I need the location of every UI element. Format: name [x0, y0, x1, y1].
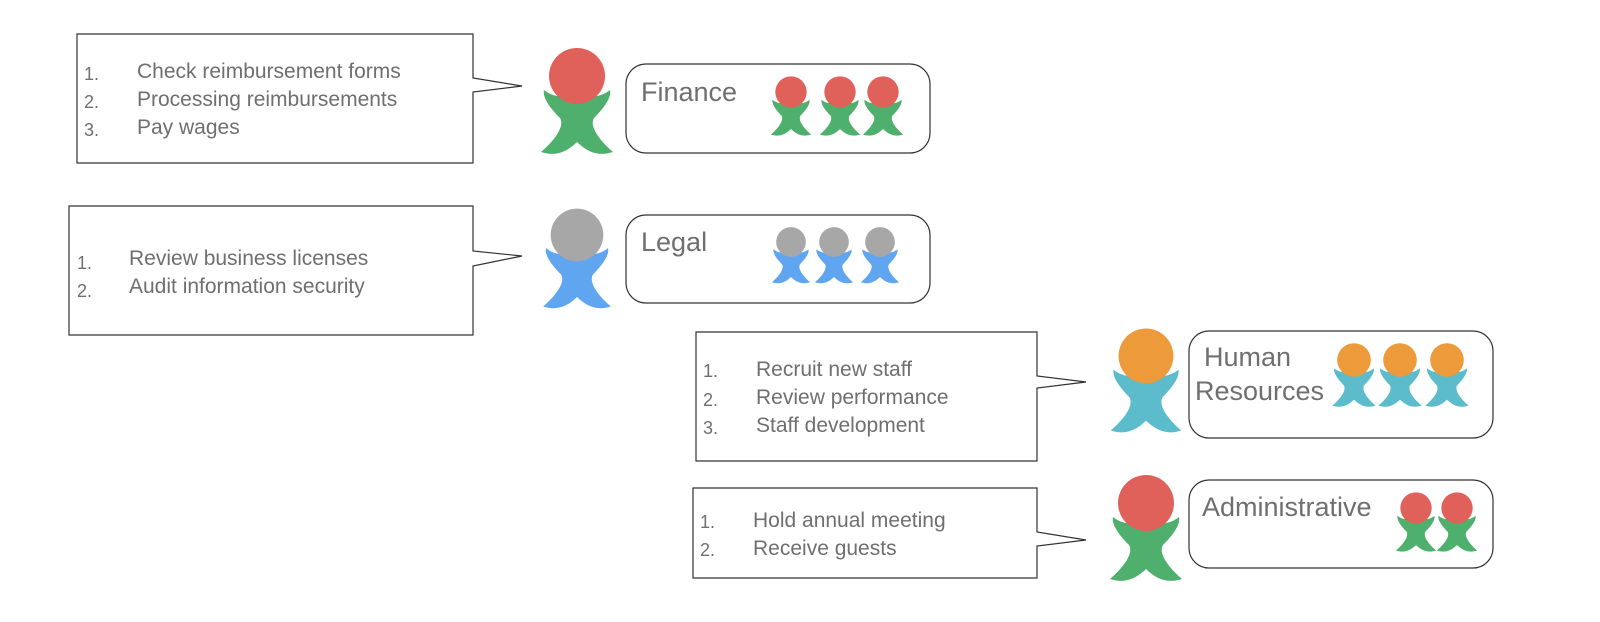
task-text: Hold annual meeting [753, 509, 946, 532]
department-name: Legal [641, 227, 707, 257]
task-text: Processing reimbursements [137, 88, 397, 111]
task-text: Check reimbursement forms [137, 60, 401, 83]
person-head [1337, 343, 1371, 377]
member-icon [814, 227, 854, 284]
task-number: 2. [84, 92, 99, 112]
person-head [1441, 492, 1473, 524]
person-body [1395, 515, 1437, 552]
task-text: Audit information security [129, 275, 365, 298]
member-icons [771, 227, 900, 284]
department-head-icon [1110, 475, 1182, 581]
task-text: Recruit new staff [756, 358, 912, 381]
member-icon [860, 227, 900, 284]
task-text: Receive guests [753, 537, 897, 560]
person-body [1425, 368, 1469, 407]
department-box [1188, 330, 1494, 439]
task-number: 1. [84, 64, 99, 84]
person-body [1332, 368, 1376, 407]
task-text: Pay wages [137, 116, 240, 139]
person-body [1110, 369, 1182, 433]
task-text: Staff development [756, 414, 925, 437]
person-body [1110, 517, 1182, 581]
member-icon [770, 76, 812, 136]
dept-human-resources: 1. Recruit new staff 2. Review performan… [695, 328, 1494, 462]
person-head [1383, 343, 1417, 377]
task-number: 1. [700, 512, 715, 532]
member-icon [1425, 343, 1469, 407]
department-head-icon [543, 208, 611, 309]
department-name: Finance [641, 77, 737, 107]
person-head [1118, 328, 1174, 384]
task-number: 2. [700, 540, 715, 560]
person-head [776, 227, 806, 257]
person-head [1400, 492, 1432, 524]
person-head [549, 48, 605, 104]
dept-legal: 1. Review business licenses 2. Audit inf… [68, 205, 931, 336]
member-icon [1378, 343, 1422, 407]
person-head [824, 76, 856, 108]
task-number: 1. [77, 253, 92, 273]
dept-finance: 1. Check reimbursement forms 2. Processi… [76, 33, 931, 164]
person-head [550, 208, 604, 262]
department-name: Administrative [1202, 492, 1372, 522]
person-head [775, 76, 807, 108]
person-body [819, 99, 861, 136]
person-head [1118, 475, 1174, 531]
person-icon [1110, 475, 1182, 581]
member-icons [770, 76, 904, 136]
person-body [770, 99, 812, 136]
department-name: Human [1204, 342, 1291, 372]
person-head [865, 227, 895, 257]
member-icon [1332, 343, 1376, 407]
task-number: 2. [703, 390, 718, 410]
person-head [819, 227, 849, 257]
person-body [771, 249, 811, 284]
person-icon [543, 208, 611, 309]
dept-administrative: 1. Hold annual meeting 2. Receive guests… [692, 475, 1494, 581]
member-icon [1395, 492, 1437, 552]
member-icons [1332, 343, 1469, 407]
person-body [1436, 515, 1478, 552]
task-number: 2. [77, 281, 92, 301]
member-icons [1395, 492, 1478, 552]
person-body [814, 249, 854, 284]
task-bubble [76, 33, 523, 164]
department-head-icon [1110, 328, 1182, 433]
department-name-line-2: Resources [1195, 376, 1324, 406]
task-number: 3. [84, 120, 99, 140]
member-icon [862, 76, 904, 136]
person-icon [1110, 328, 1182, 433]
task-bubble [692, 487, 1087, 579]
task-text: Review performance [756, 386, 949, 409]
task-number: 3. [703, 418, 718, 438]
person-body [860, 249, 900, 284]
task-bubble [695, 331, 1087, 462]
department-head-icon [541, 48, 613, 154]
person-body [862, 99, 904, 136]
task-number: 1. [703, 361, 718, 381]
member-icon [819, 76, 861, 136]
person-body [1378, 368, 1422, 407]
member-icon [771, 227, 811, 284]
member-icon [1436, 492, 1478, 552]
task-bubble [68, 205, 523, 336]
person-icon [541, 48, 613, 154]
person-head [867, 76, 899, 108]
person-head [1430, 343, 1464, 377]
task-text: Review business licenses [129, 247, 368, 270]
person-body [543, 248, 611, 309]
person-body [541, 90, 613, 154]
